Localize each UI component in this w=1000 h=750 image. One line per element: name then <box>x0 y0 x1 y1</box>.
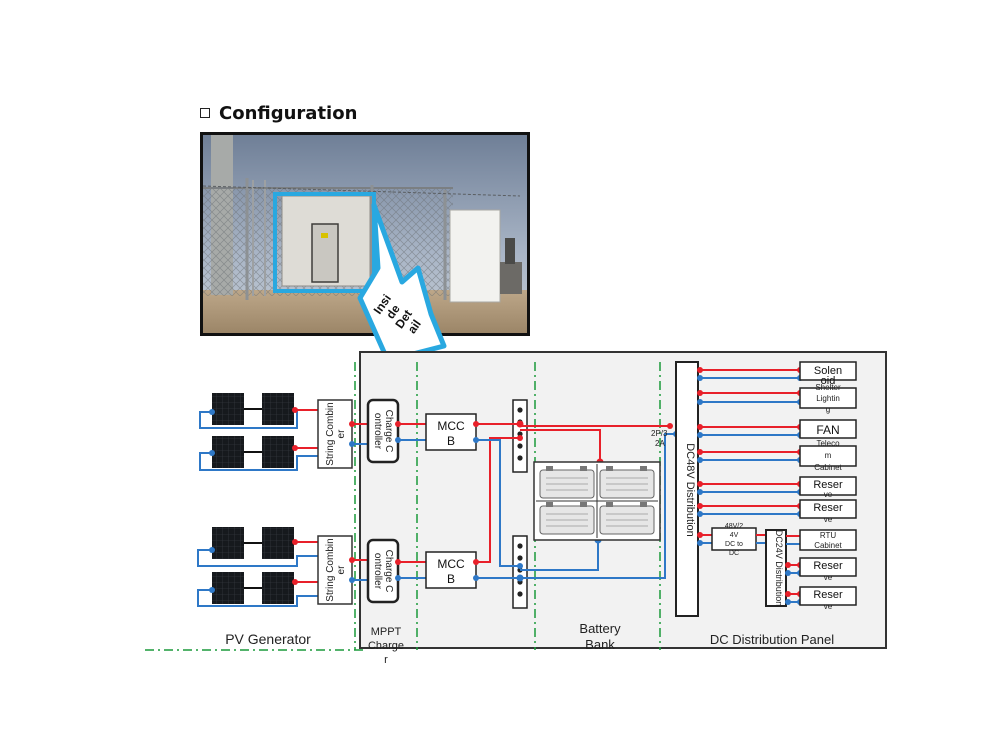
controller-label-line-2: ontroller <box>372 553 383 590</box>
pv-module <box>212 393 244 425</box>
mccb-label-line-2: B <box>447 572 455 586</box>
load-label-line-2: ve <box>824 490 833 499</box>
mccb-label-line-1: MCC <box>437 557 465 571</box>
controller-label-line-1: Charge C <box>383 410 394 453</box>
battery-bank <box>533 461 661 541</box>
load-label-line-2: ve <box>824 573 833 582</box>
load-label-line-1: Shelter <box>815 383 841 392</box>
battery-icon <box>539 502 595 535</box>
converter-label-line-4: DC <box>729 550 739 557</box>
pv-module <box>262 527 294 559</box>
load-reserve: Reser ve <box>799 586 857 611</box>
load-label-line-2: ve <box>824 602 833 611</box>
load-label-line-2: Lightin <box>816 394 840 403</box>
breaker-label-line-1: 2P/3 <box>651 429 668 438</box>
combiner-label-line-2: er <box>336 429 347 439</box>
callout-label-line-4: ail <box>405 317 424 336</box>
dc24v-distribution-bus: DC24V Distribution <box>765 529 787 607</box>
controller-label-line-2: ontroller <box>372 413 383 450</box>
dc48v-distribution-bus: DC48V Distribution <box>675 361 699 617</box>
string-combiner-2: String Combin er <box>317 535 353 605</box>
load-label-line-1: Reser <box>813 502 843 514</box>
checkbox-bullet-icon <box>200 108 210 118</box>
load-label-line-2: Cabinet <box>814 541 842 550</box>
pv-module <box>262 393 294 425</box>
battery-icon <box>599 502 655 535</box>
dc-dc-converter: 48V/2 4V DC to DC <box>711 523 757 557</box>
mccb-2: MCC B <box>425 551 477 589</box>
dc24v-label: DC24V Distribution <box>774 530 784 607</box>
load-label-line-1: Solen <box>814 365 842 377</box>
load-label-line-2: m <box>825 451 832 460</box>
load-label-line-1: Reser <box>813 560 843 572</box>
battery-icon <box>539 466 595 499</box>
heading-text: Configuration <box>219 102 358 124</box>
positive-wiring <box>476 423 670 563</box>
pv-module <box>212 572 244 604</box>
mccb-1: MCC B <box>425 413 477 451</box>
converter-label-line-1: 48V/2 <box>725 523 743 530</box>
mppt-label-line-3: r <box>384 654 388 666</box>
string-combiner-1: String Combin er <box>317 399 353 469</box>
pv-module <box>262 436 294 468</box>
load-label-line-1: Reser <box>813 479 843 491</box>
load-shelter-lighting: Shelter Lightin g <box>799 383 857 414</box>
combiner-label-line-1: String Combin <box>325 538 336 601</box>
pv-module <box>212 436 244 468</box>
load-telecom-cabinet: Teleco m Cabinet <box>799 439 857 472</box>
mppt-label-line-2: Charge <box>368 640 404 652</box>
battery-bank-label-line-2: Bank <box>585 637 615 652</box>
load-solenoid: Solen oid <box>799 361 857 387</box>
mccb-label-line-1: MCC <box>437 419 465 433</box>
mppt-label-line-1: MPPT <box>371 626 402 638</box>
pv-generator <box>197 393 318 607</box>
photo-cabinet <box>449 209 501 303</box>
battery-bank-label-line-1: Battery <box>579 621 621 636</box>
load-label-line-1: Teleco <box>816 439 840 448</box>
load-label-line-1: RTU <box>820 531 837 540</box>
charge-controller-1: Charge C ontroller <box>366 398 400 464</box>
combiner-label-line-2: er <box>336 565 347 575</box>
load-rtu-cabinet: RTU Cabinet <box>799 529 857 551</box>
converter-label-line-3: DC to <box>725 541 743 548</box>
pv-module <box>262 572 294 604</box>
breaker-label-line-2: 2A <box>655 439 665 448</box>
load-label-line-1: Reser <box>813 589 843 601</box>
charge-controller-2: Charge C ontroller <box>366 538 400 604</box>
controller-label-line-1: Charge C <box>383 550 394 593</box>
negative-wiring <box>476 433 676 579</box>
pv-generator-label: PV Generator <box>225 631 311 647</box>
combiner-label-line-1: String Combin <box>325 402 336 465</box>
converter-label-line-2: 4V <box>730 532 739 539</box>
dc-distribution-panel-label: DC Distribution Panel <box>710 632 834 647</box>
bus-bar-negative <box>512 535 528 609</box>
photo-shelter-door <box>311 223 339 283</box>
load-reserve: Reser ve <box>799 476 857 499</box>
dc48v-label: DC48V Distribution <box>684 443 696 537</box>
dc48v-feeders <box>698 369 800 544</box>
battery-icon <box>599 466 655 499</box>
load-label-line-3: g <box>826 405 830 414</box>
section-boundaries <box>145 362 661 651</box>
load-label-line-2: ve <box>824 515 833 524</box>
load-label-line-1: FAN <box>816 423 839 437</box>
photo-equipment <box>500 262 522 294</box>
pv-module <box>212 527 244 559</box>
mccb-label-line-2: B <box>447 434 455 448</box>
load-label-line-2: oid <box>821 375 836 387</box>
section-heading: Configuration <box>200 100 357 126</box>
load-reserve: Reser ve <box>799 557 857 582</box>
load-label-line-3: Cabinet <box>814 463 842 472</box>
load-reserve: Reser ve <box>799 499 857 524</box>
load-fan: FAN <box>799 419 857 439</box>
